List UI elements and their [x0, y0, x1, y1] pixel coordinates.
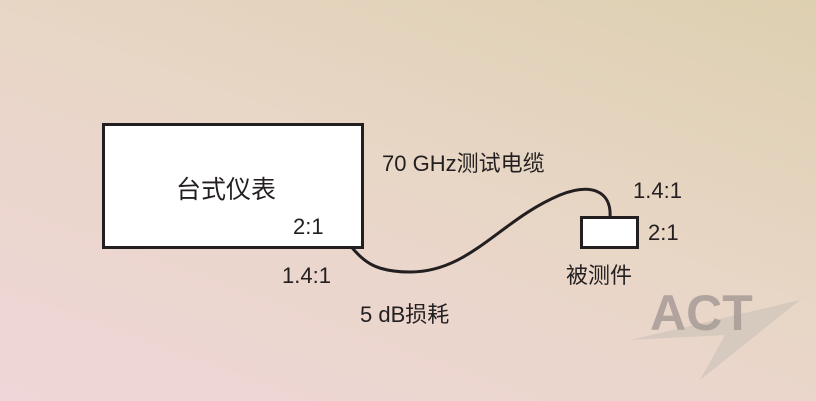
cable-loss: 5 dB损耗 — [360, 302, 450, 327]
cable-far-vswr: 1.4:1 — [633, 178, 682, 203]
benchtop-instrument-box — [102, 123, 364, 249]
test-cable — [336, 187, 612, 274]
instrument-port-vswr: 2:1 — [293, 214, 324, 239]
dut-box — [580, 216, 639, 249]
act-logo-watermark: ACT — [630, 285, 800, 380]
cable-near-vswr: 1.4:1 — [282, 263, 331, 288]
cable-label: 70 GHz测试电缆 — [382, 151, 545, 176]
dut-label: 被测件 — [566, 263, 633, 288]
svg-text:ACT: ACT — [650, 285, 753, 341]
dut-vswr: 2:1 — [648, 220, 679, 245]
instrument-label: 台式仪表 — [176, 176, 277, 204]
